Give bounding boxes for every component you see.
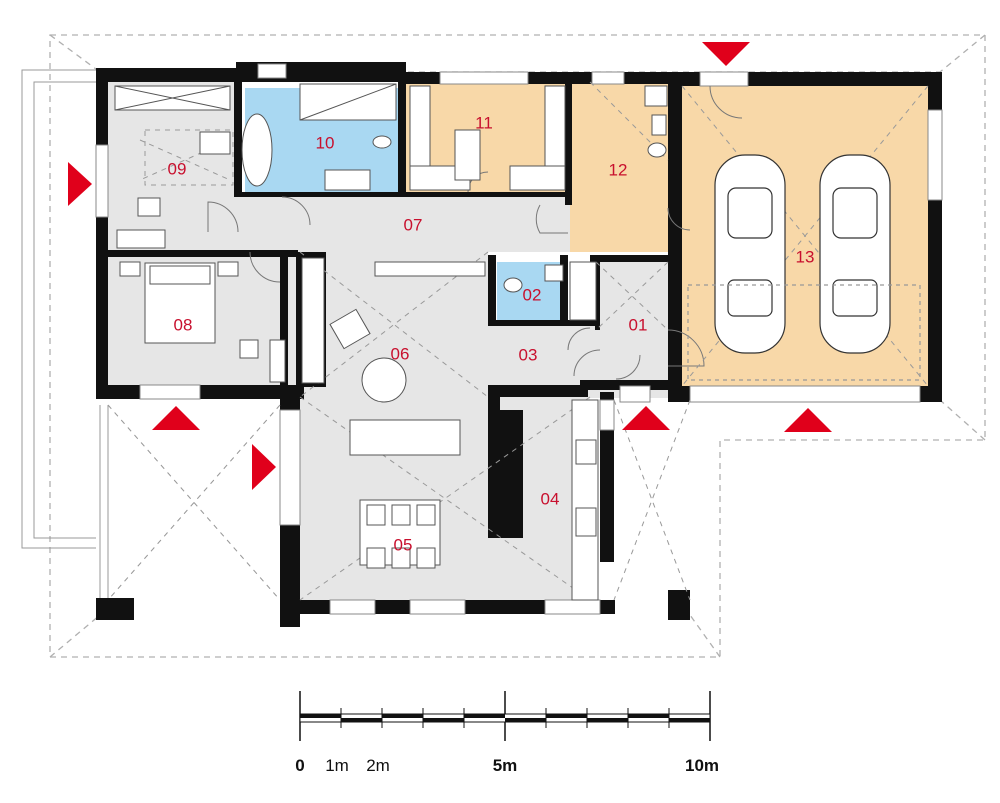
scale-label-0: 0 — [295, 756, 304, 775]
room-label-13: 13 — [796, 247, 815, 266]
entrance-marker-terrace — [252, 444, 276, 490]
entrance-marker-left — [68, 162, 92, 206]
room-label-07: 07 — [404, 215, 423, 234]
scale-label-5m: 5m — [493, 756, 518, 775]
room-label-08: 08 — [174, 315, 193, 334]
scale-label-2m: 2m — [366, 756, 390, 775]
room-label-01: 01 — [629, 315, 648, 334]
room-12-floor — [570, 80, 668, 252]
room-label-10: 10 — [316, 133, 335, 152]
terrace-left — [21, 69, 109, 600]
room-label-03: 03 — [519, 345, 538, 364]
room-label-02: 02 — [523, 285, 542, 304]
room-label-05: 05 — [394, 535, 413, 554]
entrance-marker-main — [622, 406, 670, 430]
scale-label-10m: 10m — [685, 756, 719, 775]
scale-label-1m: 1m — [325, 756, 349, 775]
room-label-11: 11 — [475, 113, 493, 132]
doors — [207, 85, 743, 380]
entrance-marker-garage-bottom — [784, 408, 832, 432]
room-label-09: 09 — [168, 159, 187, 178]
windows — [95, 63, 943, 615]
entrance-marker-bedroom — [152, 406, 200, 430]
room-label-04: 04 — [541, 489, 560, 508]
room-labels: 01 02 03 04 05 06 07 08 09 10 11 12 13 — [168, 113, 815, 554]
scale-bar: 0 1m 2m 5m 10m — [295, 691, 719, 775]
room-label-06: 06 — [391, 344, 410, 363]
entrance-marker-garage-top — [702, 42, 750, 66]
furniture — [114, 83, 668, 601]
cars-icon — [687, 154, 921, 381]
room-label-12: 12 — [609, 160, 628, 179]
entrance-markers — [68, 42, 832, 490]
